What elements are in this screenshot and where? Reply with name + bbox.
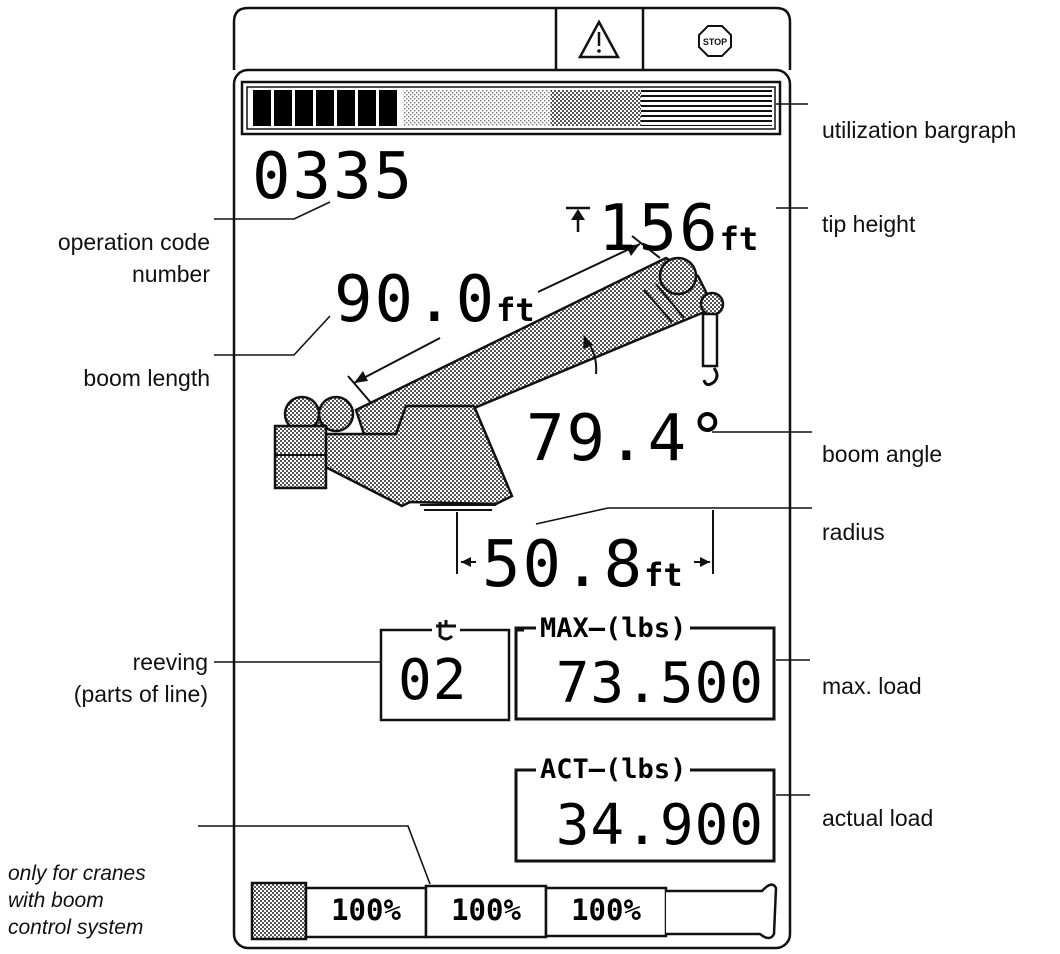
- boom-angle-value: 79.4°: [526, 402, 729, 476]
- radius-value: 50.8: [482, 528, 645, 602]
- max-load-value: 73.500: [555, 651, 764, 716]
- boom-length-value: 90.0: [334, 263, 497, 337]
- label-operation-code: operation code number: [57, 229, 210, 287]
- boom-length-unit: ft: [496, 291, 535, 329]
- reeving-value: 02: [398, 648, 468, 713]
- utilization-segment: [379, 90, 397, 126]
- utilization-bargraph: [240, 80, 782, 136]
- tip-height-readout: 156ft: [598, 192, 758, 266]
- tip-height-unit: ft: [719, 220, 759, 258]
- radius-readout: 50.8ft: [482, 528, 683, 602]
- label-max-load: max. load: [822, 673, 922, 699]
- radius-unit: ft: [644, 556, 683, 594]
- crane-illustration: [273, 256, 725, 511]
- boom-angle-arc: [583, 335, 598, 375]
- label-tip-height: tip height: [822, 211, 916, 237]
- boom-section-2: 100%: [451, 893, 521, 927]
- operation-code-value: 0335: [252, 140, 415, 214]
- boom-length-readout: 90.0ft: [334, 263, 535, 337]
- tip-height-marker: [566, 206, 590, 232]
- radius-dimension: [456, 510, 714, 574]
- header-panel: [232, 6, 792, 70]
- label-utilization-bargraph: utilization bargraph: [822, 117, 1017, 143]
- boom-sections-bar: [250, 881, 778, 941]
- boom-section-3: 100%: [571, 893, 641, 927]
- main-display-panel: [232, 68, 792, 950]
- reeving-box: [379, 618, 511, 722]
- utilization-segment: [253, 90, 271, 126]
- boom-section-1: 100%: [331, 893, 401, 927]
- label-actual-load: actual load: [822, 805, 934, 831]
- actual-load-label: ACT—(lbs): [536, 754, 691, 785]
- utilization-segment: [358, 90, 376, 126]
- stop-icon[interactable]: STOP: [698, 25, 732, 57]
- utilization-segment: [337, 90, 355, 126]
- label-radius: radius: [822, 519, 885, 545]
- boom-length-dimension: [347, 235, 661, 405]
- label-boom-control-note: only for cranes with boom control system: [8, 862, 146, 939]
- stop-text: STOP: [703, 37, 727, 47]
- utilization-segment: [295, 90, 313, 126]
- warning-icon[interactable]: [577, 19, 621, 59]
- label-boom-angle: boom angle: [822, 441, 943, 467]
- utilization-segment: [274, 90, 292, 126]
- utilization-segment: [316, 90, 334, 126]
- actual-load-value: 34.900: [555, 793, 764, 858]
- leader-lines: [198, 103, 812, 885]
- label-reeving: reeving (parts of line): [73, 649, 208, 707]
- tip-height-value: 156: [598, 192, 720, 266]
- max-load-label: MAX—(lbs): [536, 613, 691, 644]
- label-boom-length: boom length: [83, 365, 210, 391]
